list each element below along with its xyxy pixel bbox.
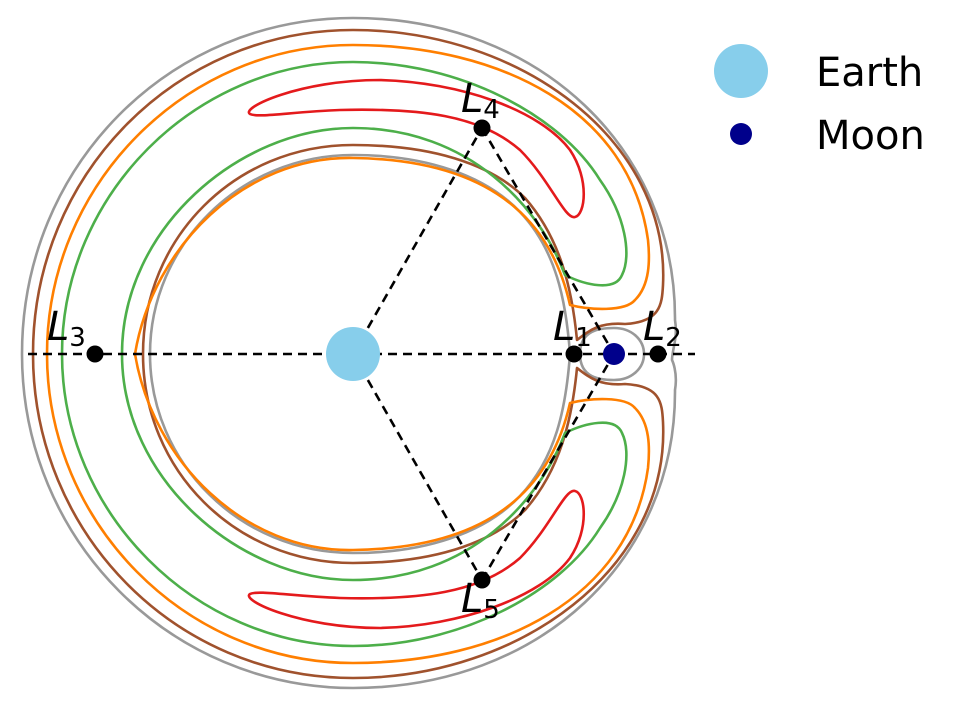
l5-to-moon-line [480, 353, 616, 581]
l4-label: L4 [461, 76, 500, 125]
earth-to-l4-line [351, 127, 484, 355]
earth-to-l5-line [351, 353, 484, 581]
potential-contours [20, 16, 678, 690]
l5-label: L5 [461, 576, 500, 625]
l1-letter: L [553, 304, 575, 350]
l4-point [473, 119, 491, 137]
contour-brown [31, 28, 665, 680]
contour-outer-gray [20, 16, 678, 690]
l5-letter: L [461, 576, 483, 622]
l1-subscript: 1 [575, 323, 592, 353]
contour-red-l5 [247, 489, 586, 630]
legend-earth-marker [714, 44, 768, 98]
l4-subscript: 4 [483, 95, 500, 125]
moon-marker [603, 343, 625, 365]
contour-red-l4 [247, 78, 586, 219]
l1-point [565, 345, 583, 363]
l2-letter: L [643, 304, 665, 350]
l3-point [86, 345, 104, 363]
l2-label: L2 [643, 304, 682, 353]
l3-subscript: 3 [69, 323, 86, 353]
legend: Earth Moon [714, 44, 925, 159]
legend-earth-label: Earth [816, 50, 923, 96]
l4-letter: L [461, 76, 483, 122]
earth-marker [326, 327, 380, 381]
l3-letter: L [47, 304, 69, 350]
l2-subscript: 2 [665, 323, 682, 353]
l1-label: L1 [553, 304, 592, 353]
l4-to-moon-line [480, 127, 616, 355]
lagrange-points [86, 119, 667, 589]
legend-moon-marker [730, 123, 752, 145]
l2-point [649, 345, 667, 363]
l3-label: L3 [47, 304, 86, 353]
l5-subscript: 5 [483, 595, 500, 625]
l5-point [473, 571, 491, 589]
contour-orange [45, 43, 651, 665]
legend-moon-label: Moon [816, 113, 925, 159]
contour-green [60, 60, 628, 648]
